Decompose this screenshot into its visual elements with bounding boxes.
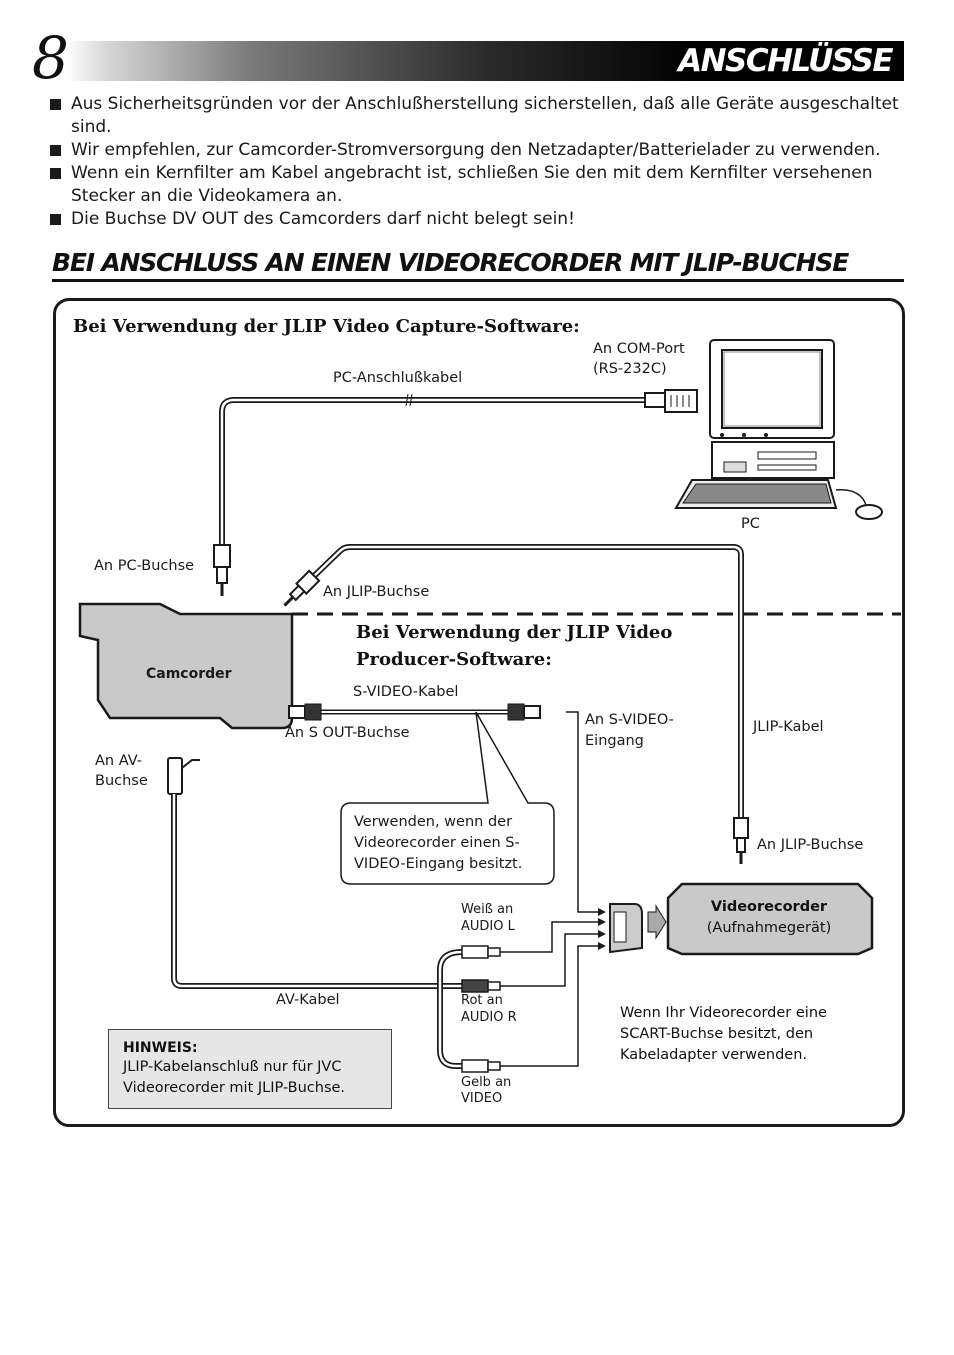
diagram-frame bbox=[53, 298, 905, 1127]
camcorder-body bbox=[78, 602, 294, 730]
note-title: HINWEIS: bbox=[123, 1040, 198, 1056]
page-number: 8 bbox=[32, 24, 69, 92]
vcr-body bbox=[666, 882, 874, 956]
label-av-jack-1: An AV- bbox=[95, 753, 143, 769]
label-av-cable: AV-Kabel bbox=[276, 992, 340, 1008]
producer-software-title-line1: Bei Verwendung der JLIP Video bbox=[356, 622, 673, 643]
jlip-plug-vcr bbox=[733, 817, 749, 864]
s-video-plug-left bbox=[288, 703, 322, 721]
rca-plug-white bbox=[461, 945, 501, 959]
label-s-out: An S OUT-Buchse bbox=[285, 725, 410, 741]
db9-connector bbox=[644, 389, 698, 413]
header-bar bbox=[66, 41, 904, 81]
rca-plug-red bbox=[461, 979, 501, 993]
callout-text: Verwenden, wenn der Videorecorder einen … bbox=[354, 814, 523, 872]
label-av-jack-2: Buchse bbox=[95, 773, 148, 789]
capture-software-title: Bei Verwendung der JLIP Video Capture-So… bbox=[73, 316, 580, 337]
bullet-item: Die Buchse DV OUT des Camcorders darf ni… bbox=[48, 208, 908, 231]
label-white-1: Weiß an bbox=[461, 902, 514, 917]
label-s-video-in-2: Eingang bbox=[585, 733, 644, 749]
label-pc: PC bbox=[741, 516, 760, 532]
page-title: ANSCHLÜSSE bbox=[678, 43, 893, 79]
safety-bullet-list: Aus Sicherheitsgründen vor der Anschlußh… bbox=[48, 93, 908, 231]
scart-adapter bbox=[609, 903, 643, 954]
arrow-to-vcr bbox=[647, 904, 667, 940]
rca-plug-yellow bbox=[461, 1059, 501, 1073]
av-plug bbox=[167, 757, 200, 795]
label-vcr: Videorecorder bbox=[710, 899, 828, 915]
label-red-2: AUDIO R bbox=[461, 1010, 517, 1025]
label-pc-jack: An PC-Buchse bbox=[94, 558, 195, 574]
label-pc-cable: PC-Anschlußkabel bbox=[333, 370, 463, 386]
producer-software-title-line2: Producer-Software: bbox=[356, 649, 552, 670]
bullet-item: Wir empfehlen, zur Camcorder-Stromversor… bbox=[48, 139, 908, 162]
s-video-plug-right bbox=[507, 703, 541, 721]
scart-note: Wenn Ihr Videorecorder eine SCART-Buchse… bbox=[620, 1005, 827, 1063]
label-camcorder: Camcorder bbox=[146, 666, 232, 682]
section-heading: BEI ANSCHLUSS AN EINEN VIDEORECORDER MIT… bbox=[52, 248, 849, 277]
label-red-1: Rot an bbox=[461, 993, 503, 1008]
bullet-item: Wenn ein Kernfilter am Kabel angebracht … bbox=[48, 162, 908, 208]
callout-bubble bbox=[340, 711, 555, 885]
label-jlip-cable: JLIP-Kabel bbox=[753, 719, 824, 735]
label-white-2: AUDIO L bbox=[461, 919, 515, 934]
label-vcr-sub: (Aufnahmegerät) bbox=[706, 920, 832, 936]
label-s-video-cable: S-VIDEO-Kabel bbox=[353, 684, 459, 700]
label-yellow-2: VIDEO bbox=[461, 1091, 503, 1106]
label-jlip-jack-top: An JLIP-Buchse bbox=[323, 584, 430, 600]
pc-plug bbox=[213, 544, 231, 596]
jlip-plug-camcorder bbox=[283, 569, 321, 607]
pc-illustration bbox=[674, 339, 883, 520]
label-jlip-jack-vcr: An JLIP-Buchse bbox=[757, 837, 864, 853]
note-box bbox=[108, 1029, 392, 1109]
label-com-port-2: (RS-232C) bbox=[593, 361, 667, 377]
label-yellow-1: Gelb an bbox=[461, 1075, 512, 1090]
pc-cable bbox=[219, 397, 645, 545]
label-com-port-1: An COM-Port bbox=[593, 341, 685, 357]
section-rule bbox=[52, 279, 904, 282]
bullet-item: Aus Sicherheitsgründen vor der Anschlußh… bbox=[48, 93, 908, 139]
label-s-video-in-1: An S-VIDEO- bbox=[585, 712, 674, 728]
note-text: JLIP-Kabelanschluß nur für JVC Videoreco… bbox=[123, 1059, 346, 1096]
